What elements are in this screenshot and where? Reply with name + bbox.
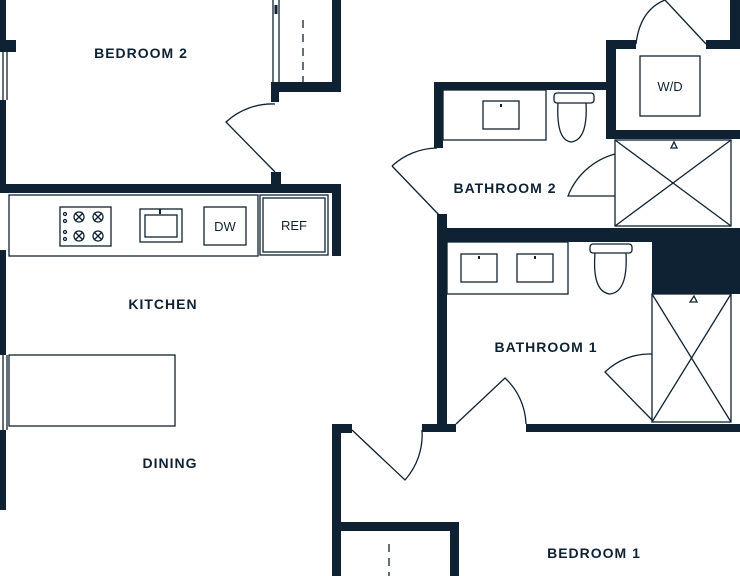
wall-left-mid [0, 100, 6, 190]
room-label-bedroom1: BEDROOM 1 [547, 545, 641, 561]
washer-dryer [639, 55, 701, 117]
wall-wd-bottom [606, 130, 740, 139]
toilet2-tank [553, 92, 595, 104]
door-bath1 [455, 377, 527, 425]
wall-bed1-left-vert [332, 424, 341, 576]
label-dishwasher: DW [214, 219, 236, 234]
label-refrigerator: REF [281, 218, 307, 233]
door-wd [635, 0, 707, 45]
room-label-bathroom2: BATHROOM 2 [453, 180, 556, 196]
wall-left-notch [0, 40, 16, 52]
wall-kitchen-right-vert [332, 184, 341, 256]
shower2 [614, 139, 732, 227]
refrigerator [259, 194, 329, 256]
kitchen-counter [8, 194, 259, 257]
wall-wd-right [730, 0, 740, 49]
wall-kitchen-stub [271, 172, 281, 193]
shower1 [651, 293, 732, 423]
wall-left-low [0, 250, 6, 355]
door-bath2 [391, 147, 441, 217]
wall-bed1-left [332, 424, 352, 433]
kitchen-island [8, 354, 176, 427]
toilet2-bowl [557, 102, 587, 143]
wall-bed2-closet-vert [332, 0, 341, 92]
shower1-door [604, 353, 653, 421]
room-label-bathroom1: BATHROOM 1 [494, 339, 597, 355]
wall-bath1-bottom-right [526, 424, 740, 432]
wall-wd-left [606, 40, 616, 135]
wall-chase [652, 228, 740, 294]
wall-bath1-left [437, 214, 447, 428]
range [59, 206, 112, 247]
room-label-kitchen: KITCHEN [128, 296, 197, 312]
bath2-sink [482, 100, 520, 130]
dishwasher [203, 206, 247, 246]
kitchen-sink-basin [144, 214, 178, 238]
shower2-door [567, 153, 616, 197]
wall-bed2-stub [271, 82, 279, 102]
shower1-head [688, 294, 699, 303]
wall-bed1-closet-right [450, 522, 459, 576]
wall-bath2-top [434, 82, 614, 90]
door-bedroom2 [225, 103, 276, 173]
toilet1-bowl [593, 252, 627, 295]
wall-left-bottom [0, 430, 6, 510]
bath1-sink-left [460, 253, 498, 283]
wall-bath2-left [434, 82, 443, 148]
wall-bed1-closet-top [332, 522, 458, 531]
label-washer-dryer: W/D [657, 79, 682, 94]
bath1-sink-right [516, 253, 554, 283]
burners [62, 211, 104, 242]
wall-bed2-kitchen [0, 184, 275, 193]
door-bedroom1 [351, 429, 423, 481]
room-label-dining: DINING [143, 455, 198, 471]
room-label-bedroom2: BEDROOM 2 [94, 45, 188, 61]
wall-kitchen-right [281, 184, 341, 193]
toilet1-tank [589, 243, 633, 254]
bath2-vanity [442, 89, 547, 141]
shower2-head [669, 140, 679, 149]
bath1-vanity [446, 241, 569, 295]
wall-left-upper [0, 0, 6, 50]
wall-bath1-bottom-left [422, 424, 456, 432]
wall-bed2-closet-horz [271, 82, 341, 92]
wall-wd-top-right [706, 40, 740, 49]
wall-wd-top [606, 40, 636, 49]
